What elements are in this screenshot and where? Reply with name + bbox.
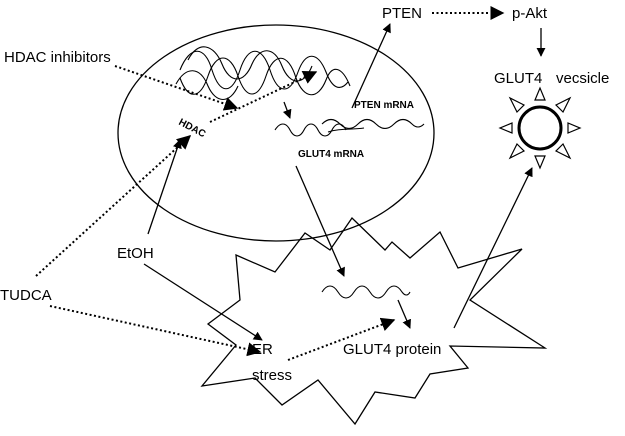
- glut4-vesicle-icon: [498, 86, 582, 170]
- dotted-arrow-hdac-inhibitors-to-hdac: [114, 65, 239, 111]
- arrow-glut4-protein-to-vesicle: [453, 167, 533, 329]
- label-tudca: TUDCA: [0, 287, 52, 304]
- label-p-akt: p-Akt: [512, 5, 548, 22]
- chromatin-dna: [175, 46, 351, 101]
- label-glut4-mrna: GLUT4 mRNA: [298, 149, 364, 160]
- nucleus-ellipse: [117, 24, 435, 242]
- arrow-chromatin-to-glut4-mrna: [282, 101, 292, 119]
- label-glut4: GLUT4: [494, 70, 542, 87]
- glut4-mrna-wave: [274, 123, 347, 137]
- cell-outline: [200, 216, 548, 426]
- label-stress: stress: [252, 367, 292, 384]
- label-er: ER: [252, 341, 273, 358]
- label-hdac-inhibitors: HDAC inhibitors: [4, 49, 111, 66]
- arrow-etoh-to-hdac: [147, 139, 182, 235]
- label-glut4-protein: GLUT4 protein: [343, 341, 441, 358]
- dotted-arrow-tudca-to-er-stress: [49, 305, 262, 357]
- label-vesicle: vecsicle: [556, 70, 609, 87]
- arrow-etoh-to-er-stress: [143, 263, 263, 341]
- label-hdac: HDAC: [177, 117, 208, 140]
- label-pten: PTEN: [382, 5, 422, 22]
- arrow-pten-mrna-to-pten: [351, 23, 391, 109]
- label-pten-mrna: PTEN mRNA: [354, 100, 414, 111]
- cytoplasm-glut4-mrna-wave: [321, 285, 411, 299]
- arrow-mrna-to-glut4-protein: [397, 299, 411, 329]
- arrow-glut4-mrna-to-cytoplasm: [295, 165, 345, 277]
- label-etoh: EtOH: [117, 245, 154, 262]
- dotted-arrow-er-stress-to-glut4-protein: [287, 317, 396, 361]
- dotted-arrow-hdac-to-pten-mrna: [209, 71, 318, 123]
- dotted-arrow-tudca-to-hdac: [35, 135, 192, 277]
